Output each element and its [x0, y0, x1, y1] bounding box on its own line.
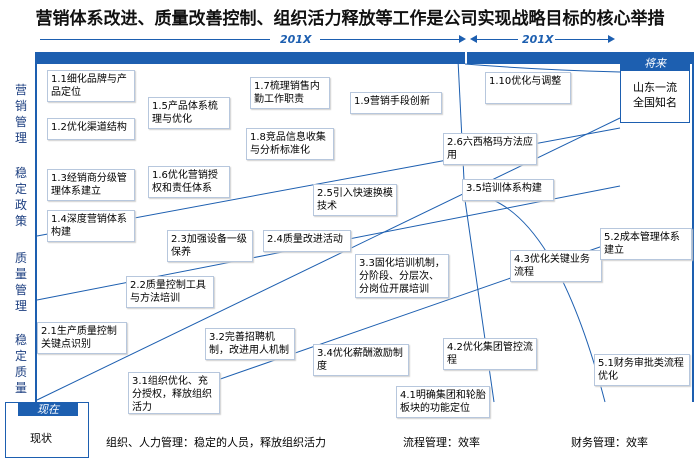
row-label-stable-policy: 稳定 政策: [14, 166, 27, 228]
initiative-box-1-8: 1.8竞品信息收集与分析标准化: [246, 128, 334, 160]
initiative-box-1-10: 1.10优化与调整: [485, 72, 571, 104]
initiative-box-1-6: 1.6优化营销授权和责任体系: [148, 166, 230, 198]
initiative-box-3-5: 3.5培训体系构建: [462, 179, 554, 201]
initiative-box-4-3: 4.3优化关键业务流程: [510, 250, 602, 282]
initiative-box-1-3: 1.3经销商分级管理体系建立: [47, 169, 135, 201]
row-label-marketing: 营销 管理: [14, 83, 27, 145]
initiative-box-1-9: 1.9营销手段创新: [350, 92, 442, 114]
initiative-box-3-2: 3.2完善招聘机制，改进用人机制: [205, 328, 295, 360]
timeline-arrow-line-1: [40, 39, 270, 40]
initiative-box-2-5: 2.5引入快速换模技术: [313, 184, 397, 216]
initiative-box-5-2: 5.2成本管理体系建立: [600, 228, 692, 260]
current-header: 现在: [18, 403, 78, 416]
initiative-box-1-2: 1.2优化渠道结构: [47, 118, 135, 140]
initiative-box-2-6: 2.6六西格玛方法应用: [443, 133, 537, 165]
initiative-box-3-1: 3.1组织优化、充分授权，释放组织活力: [128, 372, 220, 414]
timeline-arrow-right-1: [459, 35, 466, 43]
initiative-box-2-1: 2.1生产质量控制关键点识别: [37, 322, 127, 354]
roadmap-panel: [35, 64, 694, 402]
current-state-box: 现在 现状: [5, 402, 89, 458]
row-label-stable-quality: 稳定 质量: [14, 333, 27, 395]
initiative-box-4-2: 4.2优化集团管控流程: [443, 338, 537, 370]
timeline-arrow-line-3: [476, 39, 518, 40]
timeline-bar: [35, 52, 694, 64]
timeline-period-1: 201X: [280, 33, 312, 46]
bottom-label-finance: 财务管理：效率: [571, 436, 648, 449]
future-goal-box: 将来 山东一流全国知名: [620, 55, 690, 123]
timeline-arrow-line-4: [555, 39, 610, 40]
initiative-box-3-3: 3.3固化培训机制，分阶段、分层次、分岗位开展培训: [355, 254, 449, 298]
initiative-box-1-1: 1.1细化品牌与产品定位: [47, 70, 135, 102]
initiative-box-1-5: 1.5产品体系梳理与优化: [148, 97, 230, 129]
timeline-arrow-right-2: [608, 35, 615, 43]
initiative-box-1-4: 1.4深度营销体系构建: [47, 210, 135, 242]
page-title: 营销体系改进、质量改善控制、组织活力释放等工作是公司实现战略目标的核心举措: [35, 9, 665, 29]
bottom-label-process: 流程管理：效率: [403, 436, 480, 449]
timeline-arrow-left-2: [470, 35, 477, 43]
timeline-period-2: 201X: [522, 33, 554, 46]
row-label-quality: 质量 管理: [14, 251, 27, 313]
bottom-label-org: 组织、人力管理：稳定的人员，释放组织活力: [106, 436, 326, 449]
initiative-box-4-1: 4.1明确集团和轮胎板块的功能定位: [396, 386, 490, 418]
timeline-arrow-line-2: [320, 39, 460, 40]
initiative-box-5-1: 5.1财务审批类流程优化: [594, 354, 690, 386]
initiative-box-1-7: 1.7梳理销售内勤工作职责: [250, 77, 330, 109]
initiative-box-2-2: 2.2质量控制工具与方法培训: [126, 276, 214, 308]
initiative-box-2-3: 2.3加强设备一级保养: [167, 230, 253, 262]
future-header: 将来: [621, 56, 689, 71]
initiative-box-3-4: 3.4优化薪酬激励制度: [313, 344, 409, 376]
current-state-text: 现状: [30, 432, 52, 445]
initiative-box-2-4: 2.4质量改进活动: [263, 230, 351, 252]
future-goal-text: 山东一流全国知名: [633, 81, 677, 109]
